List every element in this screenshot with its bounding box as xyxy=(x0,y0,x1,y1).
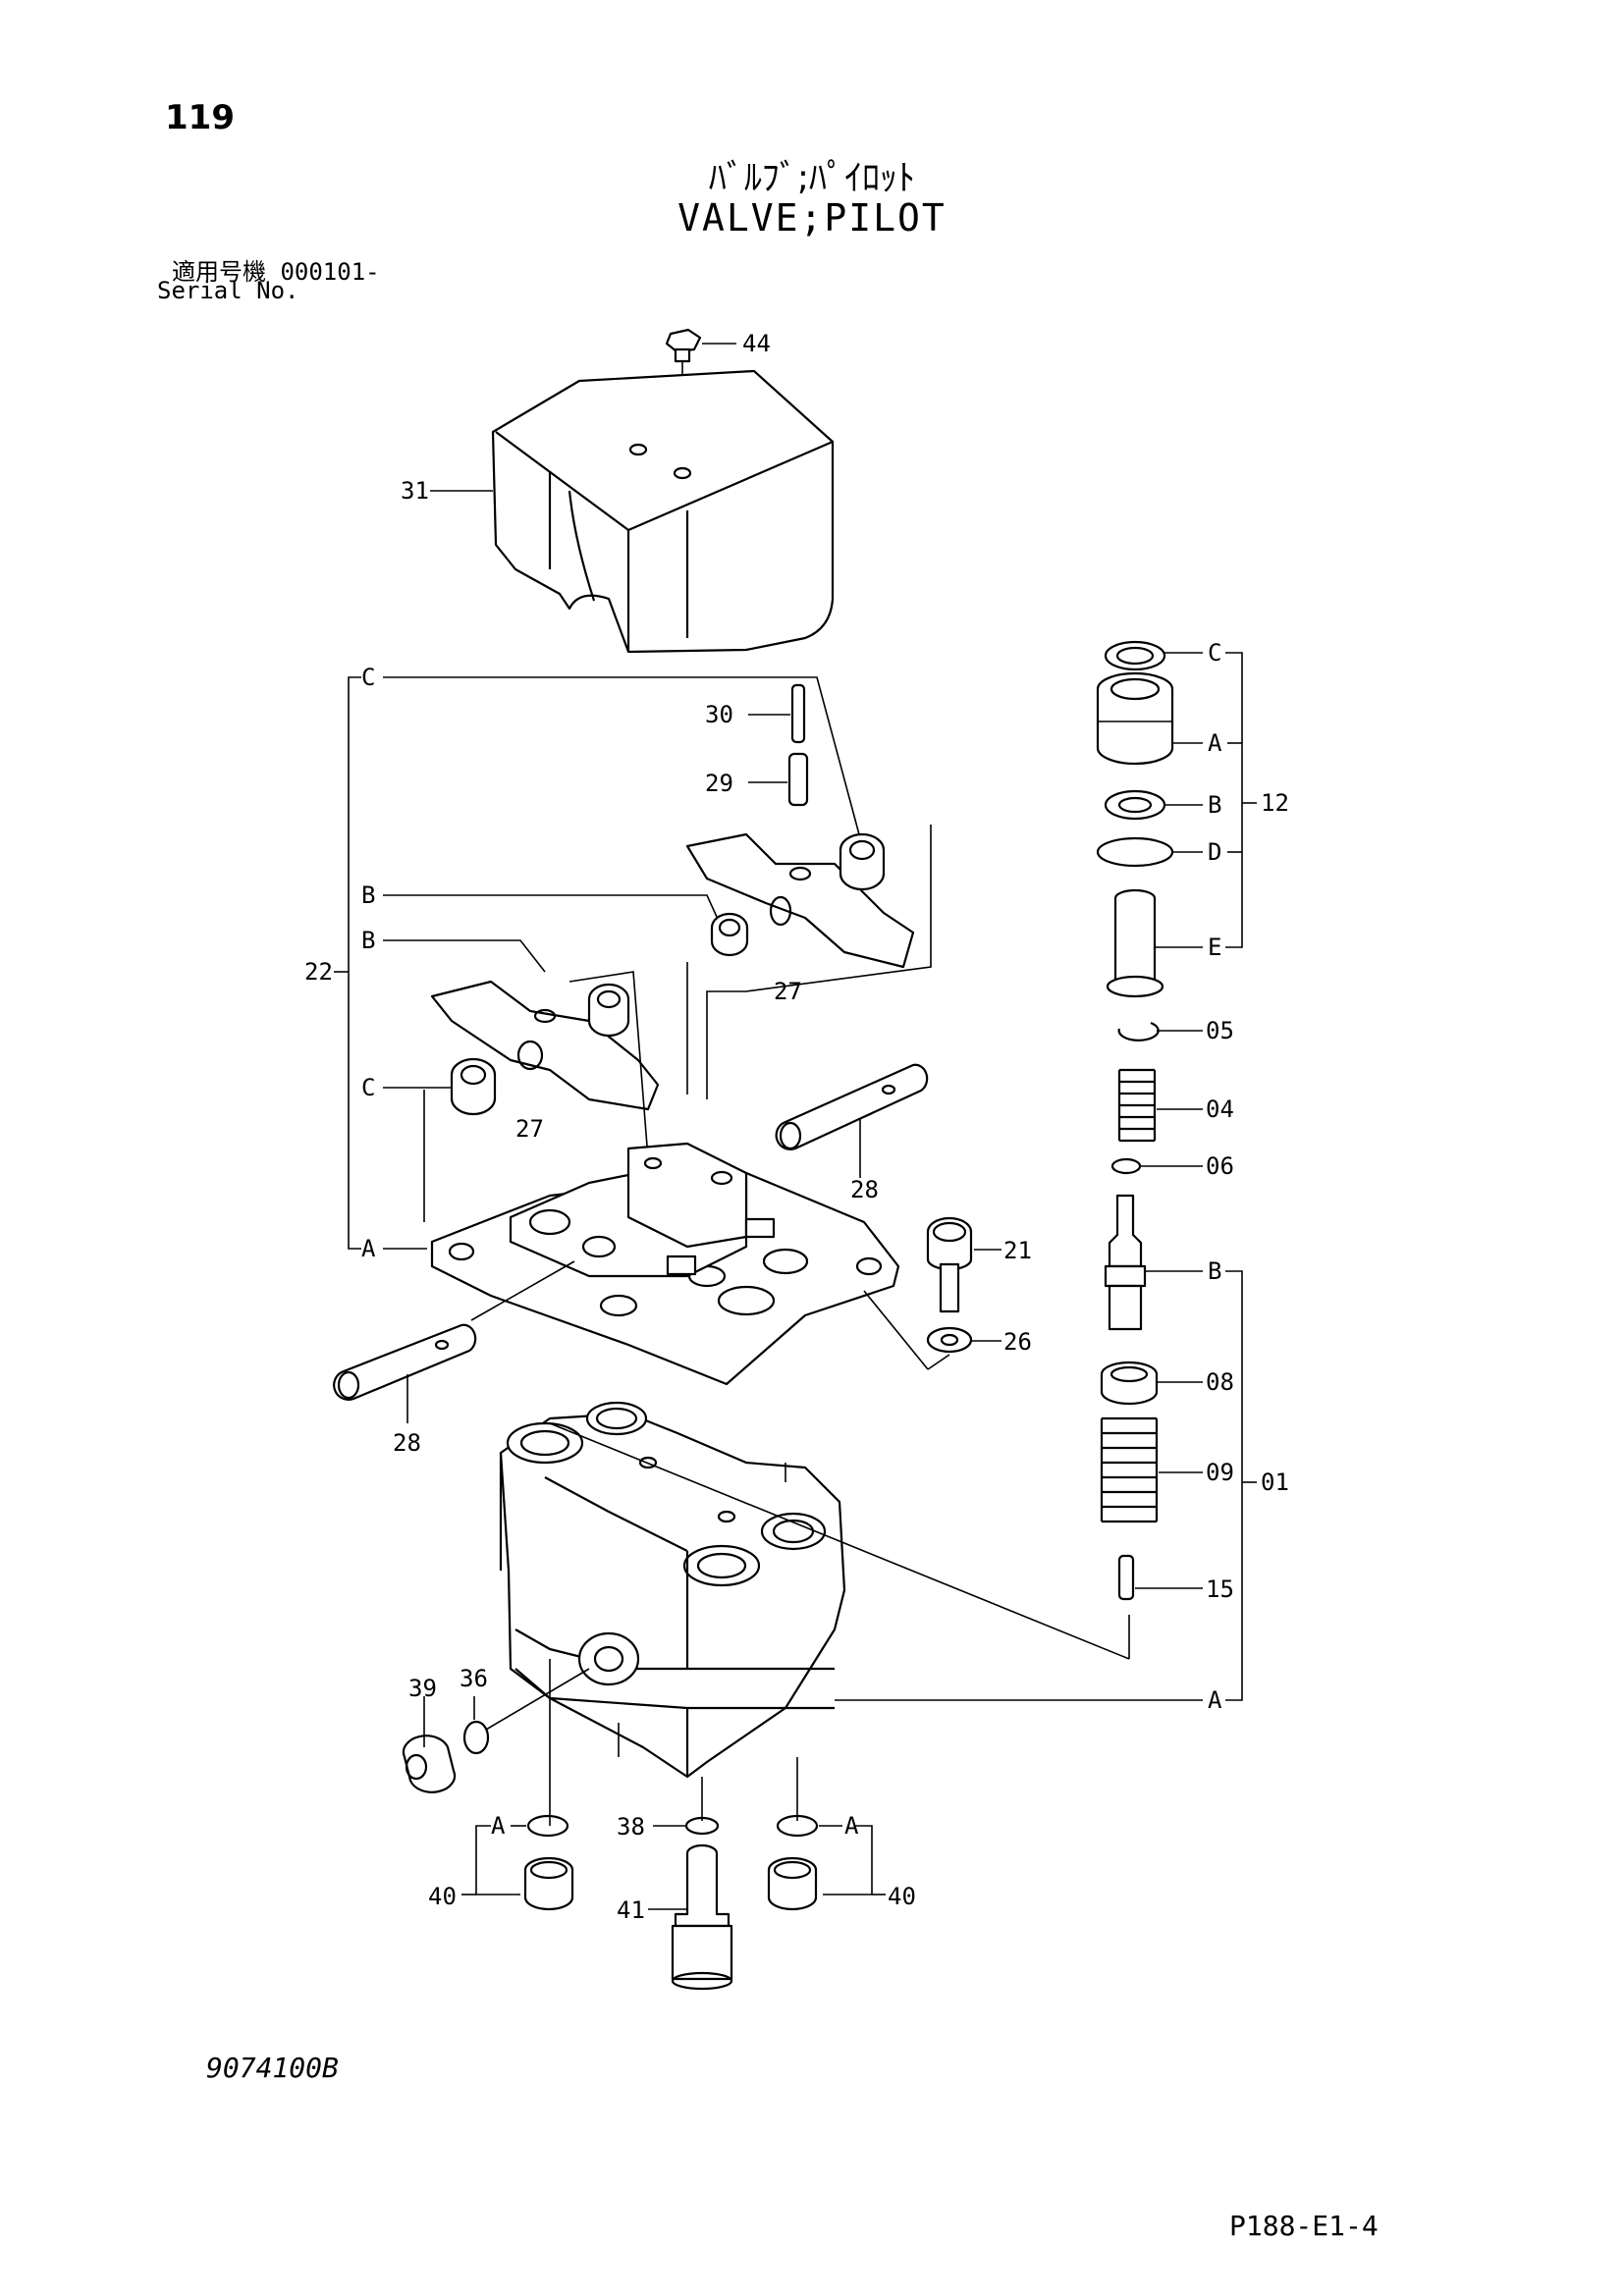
callout-05: 05 xyxy=(1206,1017,1234,1044)
callout-41: 41 xyxy=(617,1896,645,1924)
ref-c-right: C xyxy=(1208,639,1221,667)
ref-a-plate: A xyxy=(361,1235,376,1262)
lever-assembly-22-drawing xyxy=(333,676,1001,1423)
page-number: 119 xyxy=(165,98,235,137)
valve-body-drawing xyxy=(499,1401,1203,1826)
ref-d-right: D xyxy=(1208,838,1221,866)
spool-parts-drawing xyxy=(1096,640,1257,1701)
ref-a-bottom-right: A xyxy=(844,1812,859,1840)
ref-b-spool: B xyxy=(1208,1257,1221,1285)
ref-c-upper: C xyxy=(361,664,375,691)
callout-27-right: 27 xyxy=(774,978,802,1005)
callout-22: 22 xyxy=(304,958,333,986)
callout-40-left: 40 xyxy=(428,1883,457,1910)
callout-15: 15 xyxy=(1206,1575,1234,1603)
callout-38: 38 xyxy=(617,1813,645,1841)
callout-39: 39 xyxy=(408,1675,437,1702)
ref-e-right: E xyxy=(1208,934,1221,961)
callout-31: 31 xyxy=(401,477,429,505)
callout-28-right: 28 xyxy=(850,1176,879,1203)
callout-01: 01 xyxy=(1261,1468,1289,1496)
serial-applicable: 適用号機 000101- xyxy=(172,258,380,286)
ref-a-right: A xyxy=(1208,729,1222,757)
callout-30: 30 xyxy=(705,701,733,728)
drawing-id: 9074100B xyxy=(206,2052,339,2084)
callout-21: 21 xyxy=(1003,1237,1032,1264)
callout-labels: 44 31 30 29 22 27 27 28 28 21 26 39 36 3… xyxy=(304,330,1289,1924)
page-code: P188-E1-4 xyxy=(1229,2210,1379,2242)
callout-36: 36 xyxy=(460,1665,488,1692)
lower-parts-drawing xyxy=(402,1668,886,1991)
ref-a-body: A xyxy=(1208,1686,1222,1714)
cover-31-drawing xyxy=(430,369,835,654)
callout-12: 12 xyxy=(1261,789,1289,817)
ref-b-lower: B xyxy=(361,927,375,954)
callout-06: 06 xyxy=(1206,1152,1234,1180)
ref-a-bottom-left: A xyxy=(491,1812,506,1840)
callout-26: 26 xyxy=(1003,1328,1032,1356)
ref-b-right: B xyxy=(1208,791,1221,819)
serial-label: Serial No. xyxy=(157,277,299,304)
ref-c-lower: C xyxy=(361,1074,375,1101)
callout-04: 04 xyxy=(1206,1095,1234,1123)
callout-44: 44 xyxy=(742,330,771,357)
callout-09: 09 xyxy=(1206,1459,1234,1486)
ref-b-upper: B xyxy=(361,881,375,909)
callout-08: 08 xyxy=(1206,1368,1234,1396)
callout-40-right: 40 xyxy=(888,1883,916,1910)
title-english: VALVE;PILOT xyxy=(677,196,947,240)
callout-29: 29 xyxy=(705,770,733,797)
callout-27-left: 27 xyxy=(515,1115,544,1143)
title-japanese: ﾊﾞﾙﾌﾞ;ﾊﾟｲﾛｯﾄ xyxy=(708,158,916,198)
callout-28-left: 28 xyxy=(393,1429,421,1457)
